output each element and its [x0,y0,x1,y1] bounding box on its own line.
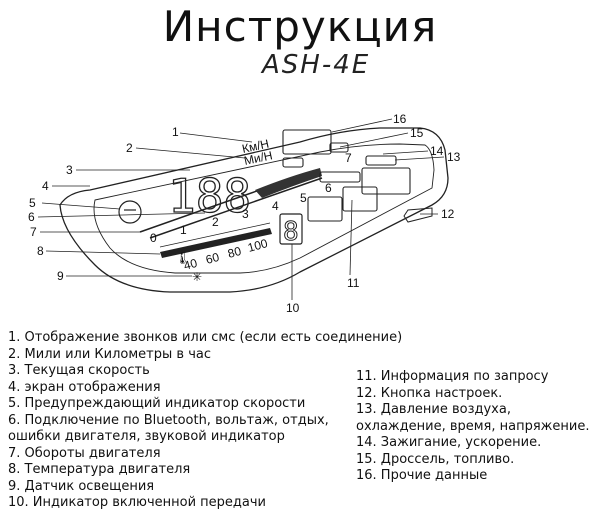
legend-item: ошибки двигателя, звуковой индикатор [8,429,285,444]
model-name: ASH-4E [262,50,371,80]
legend-item: 4. экран отображения [8,379,161,395]
speed-digits: 188 [168,169,251,223]
gear-indicator-frame [279,213,303,245]
light-sensor-icon: ✳ [192,270,202,284]
legend-item: 13. Давление воздуха, [356,402,511,417]
svg-text:2: 2 [126,141,133,155]
svg-text:7: 7 [30,225,37,239]
svg-text:60: 60 [204,250,221,267]
legend-item: охлаждение, время, напряжение. [356,418,590,434]
legend-item: 14. Зажигание, ускорение. [356,435,542,450]
callout-lines [37,118,445,300]
hud-body [59,127,449,293]
info-digit-groups [282,129,411,222]
svg-text:1: 1 [172,125,179,139]
unit-mph-label: Ми/Н [243,148,274,168]
svg-text:1: 1 [180,223,187,237]
rpm-fill [255,168,322,198]
svg-text:12: 12 [441,207,455,221]
svg-text:13: 13 [447,150,461,164]
legend-item: 1. Отображение звонков или смс (если ест… [8,330,403,345]
legend-item: 5. Предупреждающий индикатор скорости [8,396,306,411]
legend-item: 10. Индикатор включенной передачи [8,495,267,510]
legend-item: 15. Дроссель, топливо. [356,451,515,467]
gear-digit: 8 [283,217,299,247]
legend-item: 2. Мили или Километры в час [8,346,211,362]
temperature-bar [159,222,272,258]
svg-text:80: 80 [226,244,243,261]
temperature-scale: 40 60 80 100 [182,236,269,273]
svg-text:4: 4 [272,199,279,213]
legend-item: 6. Подключение по Bluetooth, вольтаж, от… [8,412,329,428]
rpm-scale: 0 1 2 3 4 5 6 7 [150,151,352,245]
legend-item: 16. Прочие данные [356,468,488,483]
legend-item: 8. Температура двигателя [8,462,191,477]
hud-device-diagram: 188 Км/Н Ми/Н 0 1 2 3 4 5 6 7 40 60 80 1… [28,112,461,315]
svg-text:15: 15 [410,126,424,140]
legend-right: 11. Информация по запросу 12. Кнопка нас… [356,369,589,485]
svg-text:8: 8 [37,244,44,258]
svg-text:9: 9 [57,269,64,283]
svg-text:3: 3 [66,163,73,177]
svg-text:11: 11 [347,276,360,290]
speed-warning-indicator [118,200,142,224]
svg-text:6: 6 [325,181,332,195]
svg-text:40: 40 [182,256,199,273]
svg-text:5: 5 [29,196,36,210]
svg-text:14: 14 [430,144,444,158]
svg-text:10: 10 [286,301,300,315]
legend-item: 11. Информация по запросу [356,369,549,384]
callout-numbers: 1 2 3 4 5 6 7 8 9 10 11 12 13 14 15 16 [28,112,461,315]
thermometer-icon: 🌡 [175,251,190,265]
svg-text:0: 0 [150,231,157,245]
page-title: Инструкция [162,2,438,51]
legend-item: 7. Обороты двигателя [8,445,161,461]
legend-left: 1. Отображение звонков или смс (если ест… [8,330,402,512]
legend-item: 3. Текущая скорость [8,363,150,378]
svg-text:6: 6 [28,210,35,224]
svg-text:2: 2 [212,215,219,229]
legend-item: 12. Кнопка настроек. [356,385,503,401]
svg-text:100: 100 [246,236,269,255]
svg-text:4: 4 [42,179,49,193]
svg-text:16: 16 [393,112,407,126]
svg-text:5: 5 [300,191,307,205]
svg-text:3: 3 [242,207,249,221]
svg-text:7: 7 [345,151,352,165]
legend-item: 9. Датчик освещения [8,478,155,494]
